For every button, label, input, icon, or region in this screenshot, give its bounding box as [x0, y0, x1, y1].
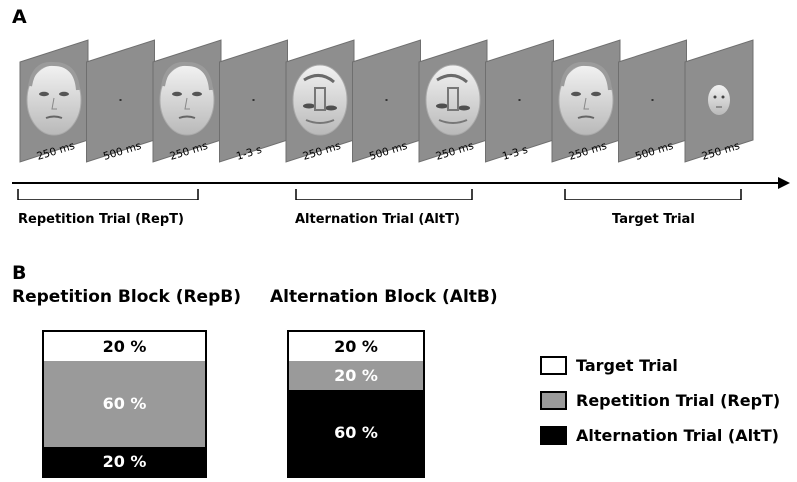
- fixation-dot: [252, 99, 255, 101]
- legend-label: Target Trial: [576, 356, 678, 375]
- panel-a-letter: A: [12, 6, 27, 28]
- stimulus-frame: [684, 39, 754, 163]
- fixation-dot: [651, 99, 654, 101]
- block-segment: 20 %: [44, 332, 205, 361]
- legend-item-target: Target Trial: [540, 356, 678, 375]
- stimulus-frame: [152, 39, 222, 163]
- stimulus-frame: [485, 39, 554, 163]
- stimulus-frame: [219, 39, 288, 163]
- stimulus-frame: [551, 39, 621, 163]
- alternation-block-bar: 20 % 20 % 60 %: [287, 330, 425, 478]
- legend-item-alternation: Alternation Trial (AltT): [540, 426, 779, 445]
- trial-bracket: [17, 189, 199, 200]
- small-face-image: [708, 85, 730, 115]
- block-segment: 20 %: [289, 332, 423, 361]
- fixation-dot: [119, 99, 122, 101]
- block-segment: 20 %: [44, 447, 205, 476]
- stimulus-frame: [19, 39, 89, 163]
- legend-label: Repetition Trial (RepT): [576, 391, 781, 410]
- repetition-block-bar: 20 % 60 % 20 %: [42, 330, 207, 478]
- trial-bracket: [564, 189, 742, 200]
- block-segment: 20 %: [289, 360, 423, 390]
- stimulus-frame: [418, 39, 488, 163]
- legend-label: Alternation Trial (AltT): [576, 426, 779, 445]
- legend-swatch: [540, 356, 567, 375]
- stimulus-frame: [352, 39, 421, 163]
- trial-label-repetition: Repetition Trial (RepT): [18, 212, 184, 227]
- trial-bracket: [295, 189, 473, 200]
- legend-swatch: [540, 391, 567, 410]
- legend-swatch: [540, 426, 567, 445]
- fixation-dot: [518, 99, 521, 101]
- block-segment: 60 %: [44, 360, 205, 448]
- time-arrow-head: [778, 177, 790, 189]
- fixation-dot: [385, 99, 388, 101]
- block-title-repetition: Repetition Block (RepB): [12, 287, 241, 307]
- panel-b-letter: B: [12, 262, 27, 284]
- stimulus-frame: [618, 39, 687, 163]
- stimulus-frame: [86, 39, 155, 163]
- block-title-alternation: Alternation Block (AltB): [270, 287, 498, 307]
- legend-item-repetition: Repetition Trial (RepT): [540, 391, 780, 410]
- trial-label-alternation: Alternation Trial (AltT): [295, 212, 460, 227]
- stimulus-frame: [285, 39, 355, 163]
- trial-label-target: Target Trial: [612, 212, 695, 227]
- block-segment: 60 %: [289, 389, 423, 476]
